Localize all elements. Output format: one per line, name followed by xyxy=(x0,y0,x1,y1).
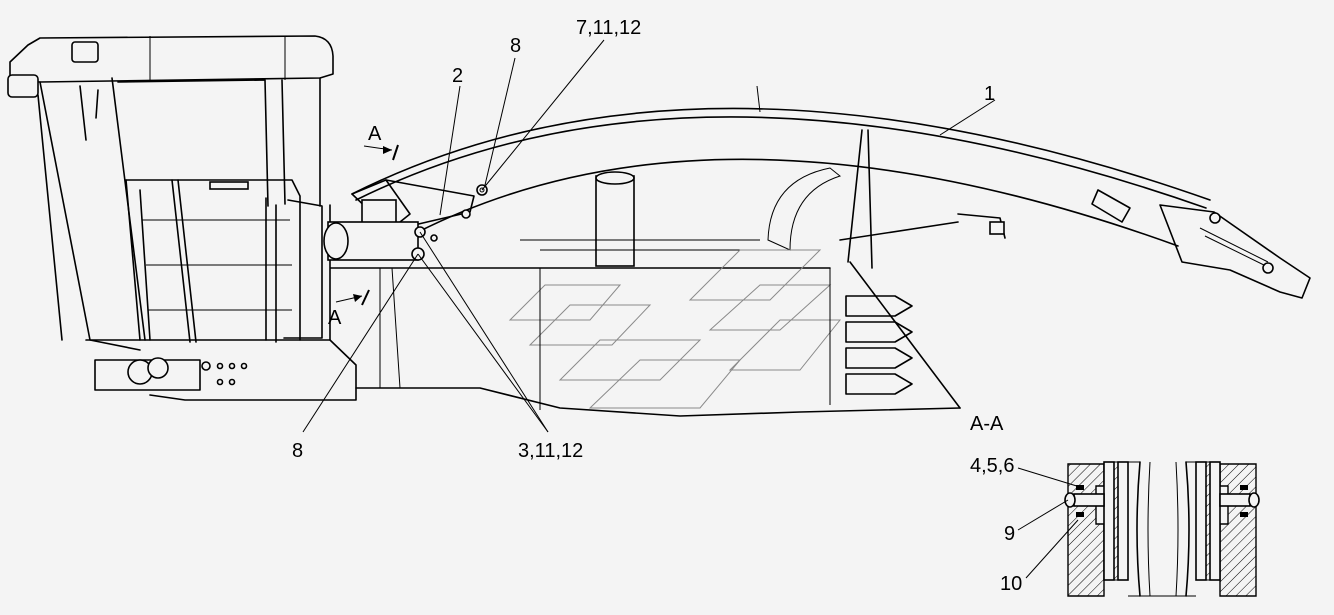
leader-lines xyxy=(302,39,996,433)
spout-support xyxy=(839,129,1006,269)
header-fins xyxy=(845,295,913,395)
callout-9: 9 xyxy=(1004,523,1015,545)
callout-8-bottom: 8 xyxy=(292,440,303,462)
section-detail-title: A-A xyxy=(970,413,1004,435)
cab xyxy=(7,35,334,351)
discharge-spout xyxy=(351,85,1311,299)
section-label-bottom: A xyxy=(328,307,342,329)
callout-3-11-12: 3,11,12 xyxy=(518,440,583,462)
section-label-top: A xyxy=(368,123,382,145)
callout-1: 1 xyxy=(984,83,995,105)
section-detail: A-A 4,5,6 9 10 xyxy=(970,413,1260,597)
spout-base xyxy=(323,179,488,261)
ladder xyxy=(125,179,323,343)
callout-4-5-6: 4,5,6 xyxy=(970,455,1014,477)
section-marker-top: A xyxy=(363,123,399,161)
callout-8-top: 8 xyxy=(510,35,521,57)
chassis xyxy=(85,204,961,417)
control-dots xyxy=(201,361,248,386)
engine-bay xyxy=(379,167,842,410)
callout-10: 10 xyxy=(1000,573,1022,595)
section-marker-bottom: A xyxy=(328,289,370,329)
callout-2: 2 xyxy=(452,65,463,87)
callout-7-11-12: 7,11,12 xyxy=(576,17,641,39)
